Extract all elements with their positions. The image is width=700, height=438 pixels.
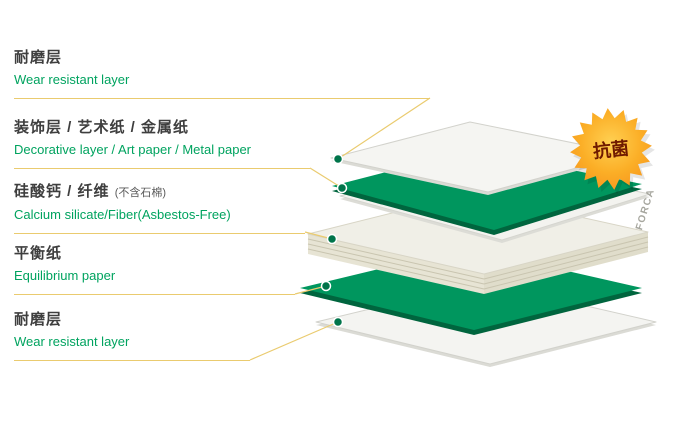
leader-line-2 [309,167,343,189]
leader-line-5 [249,321,339,361]
label-en-equilibrium: Equilibrium paper [14,268,116,283]
badge-star-icon [570,108,652,190]
label-en-bottom-wear: Wear resistant layer [14,334,130,349]
marker-dot-4 [320,280,332,292]
label-block-decorative: 装饰层 / 艺术纸 / 金属纸 Decorative layer / Art p… [14,118,310,169]
label-underline-1 [14,98,430,99]
label-block-bottom-wear: 耐磨层 Wear resistant layer [14,310,250,361]
label-block-top-wear: 耐磨层 Wear resistant layer [14,48,430,99]
badge-antibacterial: 抗菌 [570,108,655,194]
marker-dot-3 [326,233,338,245]
leader-line-1 [337,97,431,160]
marker-dot-5 [332,316,344,328]
label-underline-2 [14,168,310,169]
label-block-core: 硅酸钙 / 纤维 (不含石棉) Calcium silicate/Fiber(A… [14,182,305,234]
label-underline-5 [14,360,250,361]
label-zh-decorative: 装饰层 / 艺术纸 / 金属纸 [14,119,190,136]
label-zh-core: 硅酸钙 / 纤维 (不含石棉) [14,182,305,203]
label-zh-core-note: (不含石棉) [114,187,167,199]
marker-dot-1 [332,153,344,165]
label-zh-equilibrium: 平衡纸 [14,245,63,262]
label-underline-3 [14,233,305,234]
badge-text: 抗菌 [592,137,630,162]
label-zh-core-main: 硅酸钙 / 纤维 [14,183,110,200]
leader-line-4 [294,285,327,295]
layer-core-laminate-stripes [307,236,649,290]
label-block-equilibrium: 平衡纸 Equilibrium paper [14,244,295,295]
leader-lines [249,97,431,361]
label-underline-4 [14,294,295,295]
label-en-top-wear: Wear resistant layer [14,72,130,87]
label-zh-top-wear: 耐磨层 [14,49,63,66]
marker-dot-2 [336,182,348,194]
marker-dots [320,153,348,328]
label-en-decorative: Decorative layer / Art paper / Metal pap… [14,142,252,157]
label-en-core: Calcium silicate/Fiber(Asbestos-Free) [14,207,231,222]
label-zh-bottom-wear: 耐磨层 [14,311,63,328]
